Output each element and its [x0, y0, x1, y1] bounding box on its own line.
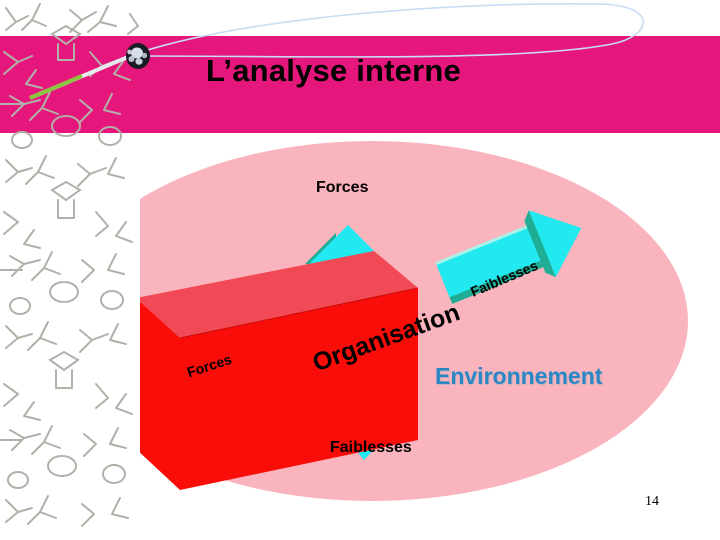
forces-top-label: Forces — [316, 179, 369, 196]
swot-diagram — [56, 141, 688, 501]
faiblesses-bottom-label: Faiblesses — [330, 439, 412, 456]
page-number: 14 — [645, 494, 659, 509]
decorative-pattern-strip — [0, 0, 140, 540]
sphere-bullet-icon — [126, 43, 150, 69]
page-title: L’analyse interne — [206, 53, 461, 88]
arrow-right — [435, 210, 582, 304]
environnement-label: Environnement — [435, 363, 603, 389]
